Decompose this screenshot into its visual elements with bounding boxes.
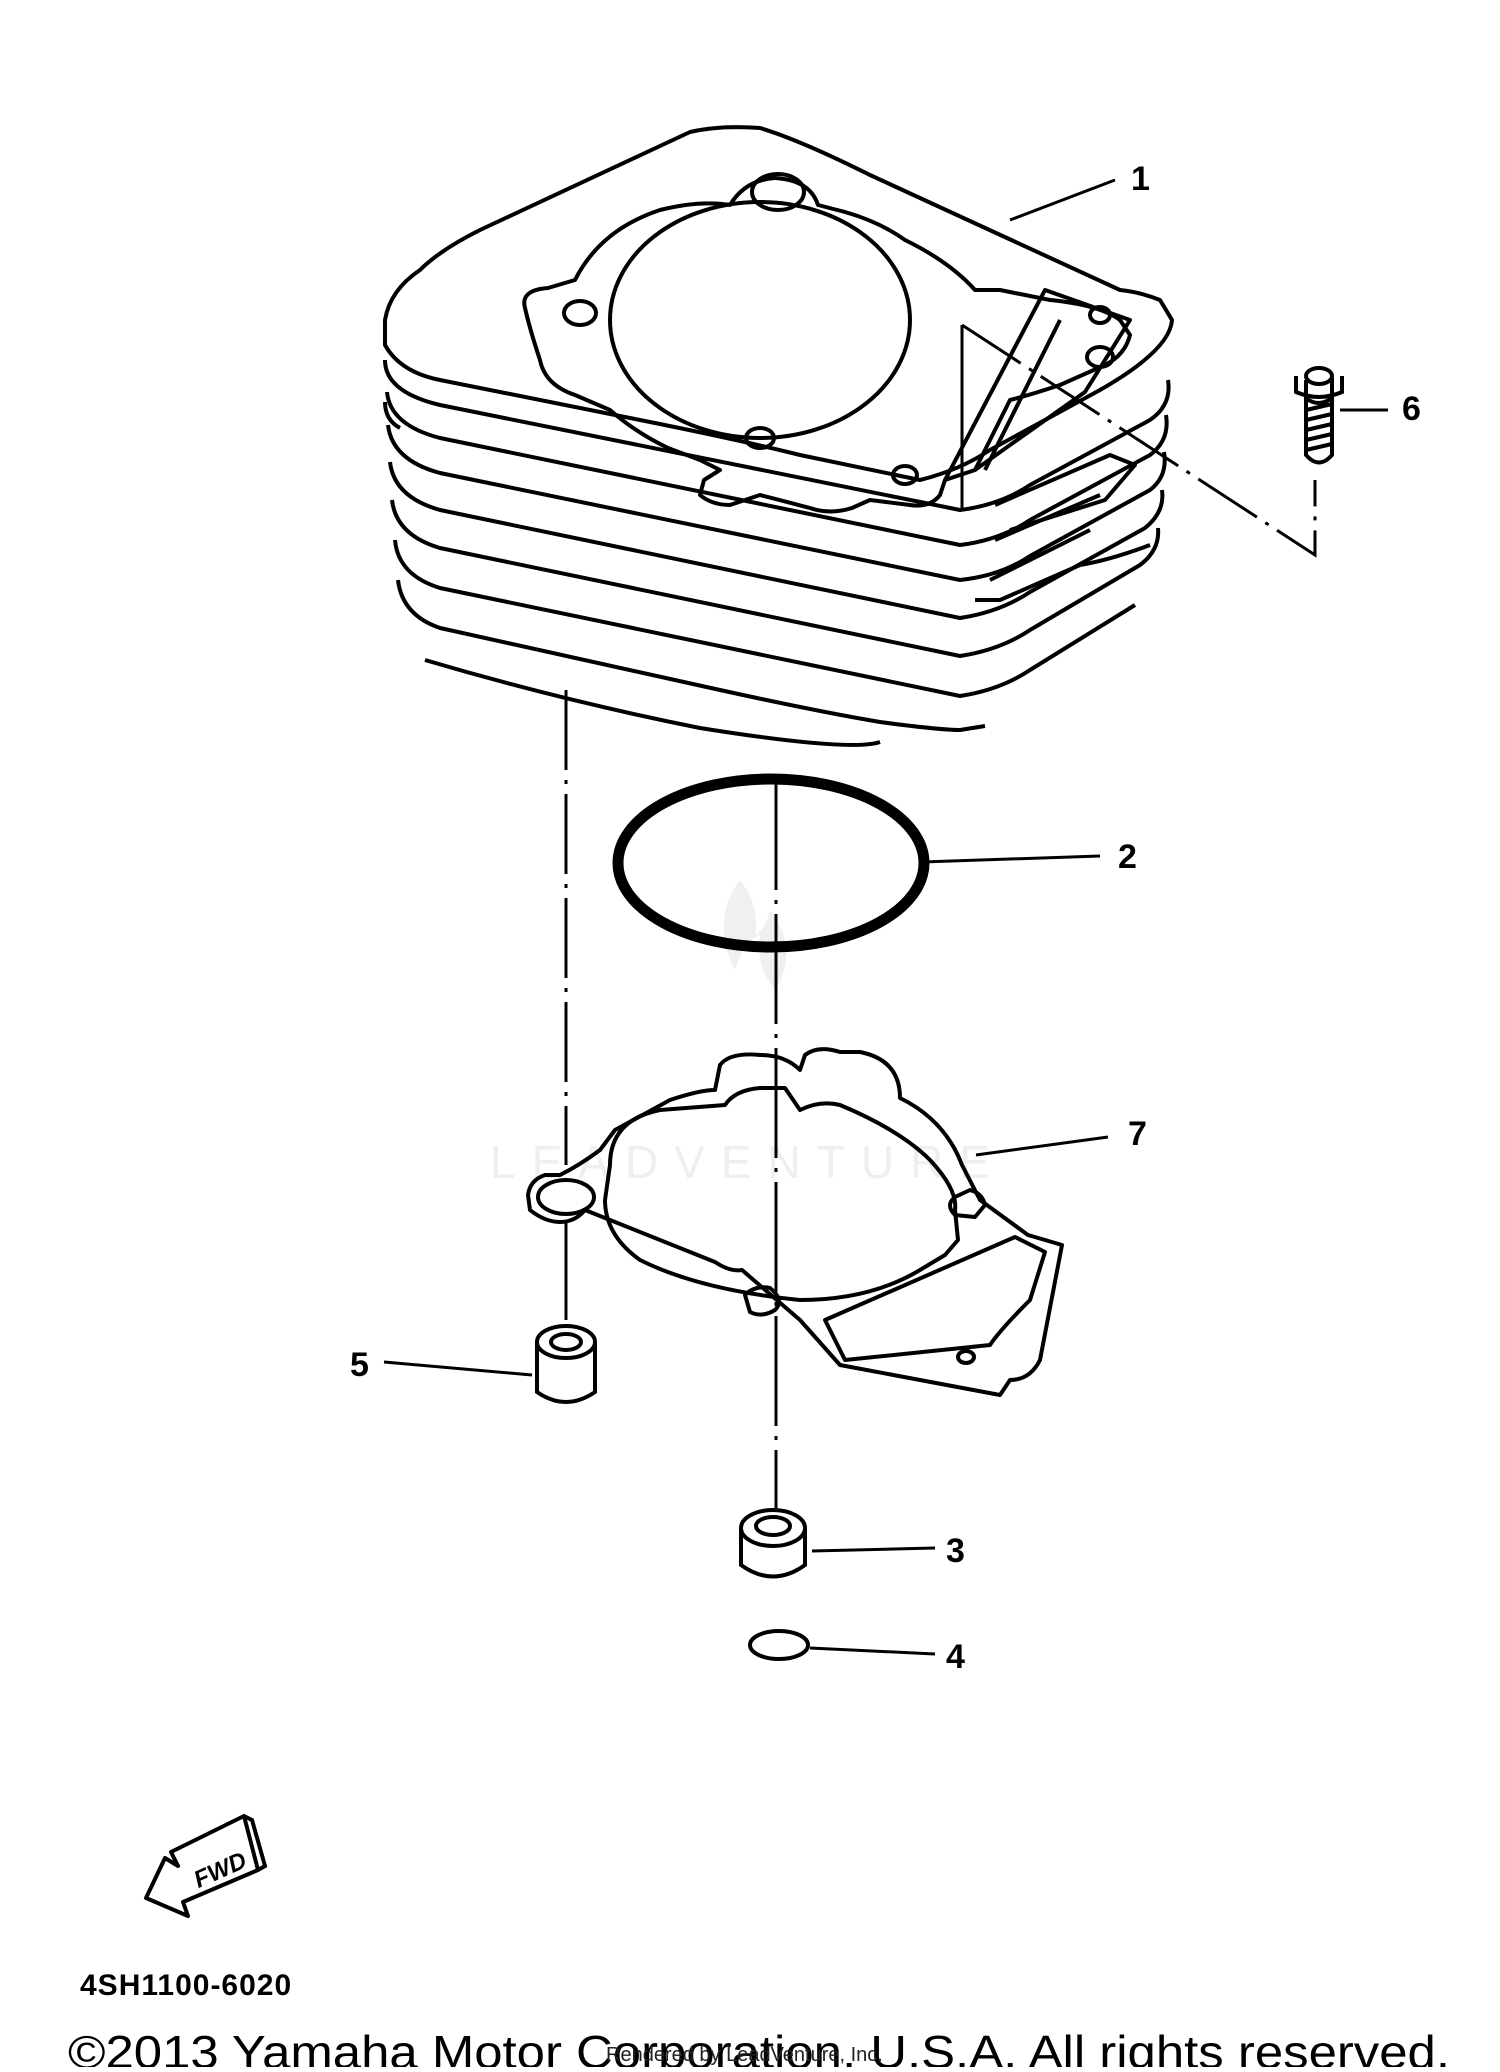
callout-6: 6 bbox=[1402, 390, 1421, 428]
callout-3: 3 bbox=[946, 1532, 965, 1570]
dowel-pin-part-5 bbox=[535, 1324, 597, 1404]
part-number: 4SH1100-6020 bbox=[80, 1969, 292, 2002]
dowel-pin-part-3 bbox=[739, 1508, 807, 1579]
callout-labels: 1 2 3 4 5 6 7 bbox=[350, 160, 1421, 1676]
callout-5: 5 bbox=[350, 1346, 369, 1384]
alignment-lines bbox=[564, 323, 1317, 1510]
leader-lines bbox=[383, 178, 1388, 1656]
cylinder-part bbox=[383, 125, 1174, 747]
bolt-part bbox=[1294, 366, 1344, 465]
rendered-by-text: Rendered by LeadVenture, Inc. bbox=[606, 2044, 883, 2066]
watermark-flame-icon bbox=[723, 880, 787, 990]
callout-4: 4 bbox=[946, 1638, 965, 1676]
copyright-text: ©2013 Yamaha Motor Corporation, U.S.A. A… bbox=[68, 2026, 1450, 2067]
small-o-ring-part-4 bbox=[748, 1629, 810, 1661]
callout-7: 7 bbox=[1128, 1115, 1147, 1153]
base-gasket-part bbox=[526, 1047, 1064, 1397]
callout-2: 2 bbox=[1118, 838, 1137, 876]
callout-1: 1 bbox=[1131, 160, 1150, 198]
fwd-arrow-icon: FWD bbox=[144, 1814, 268, 1918]
